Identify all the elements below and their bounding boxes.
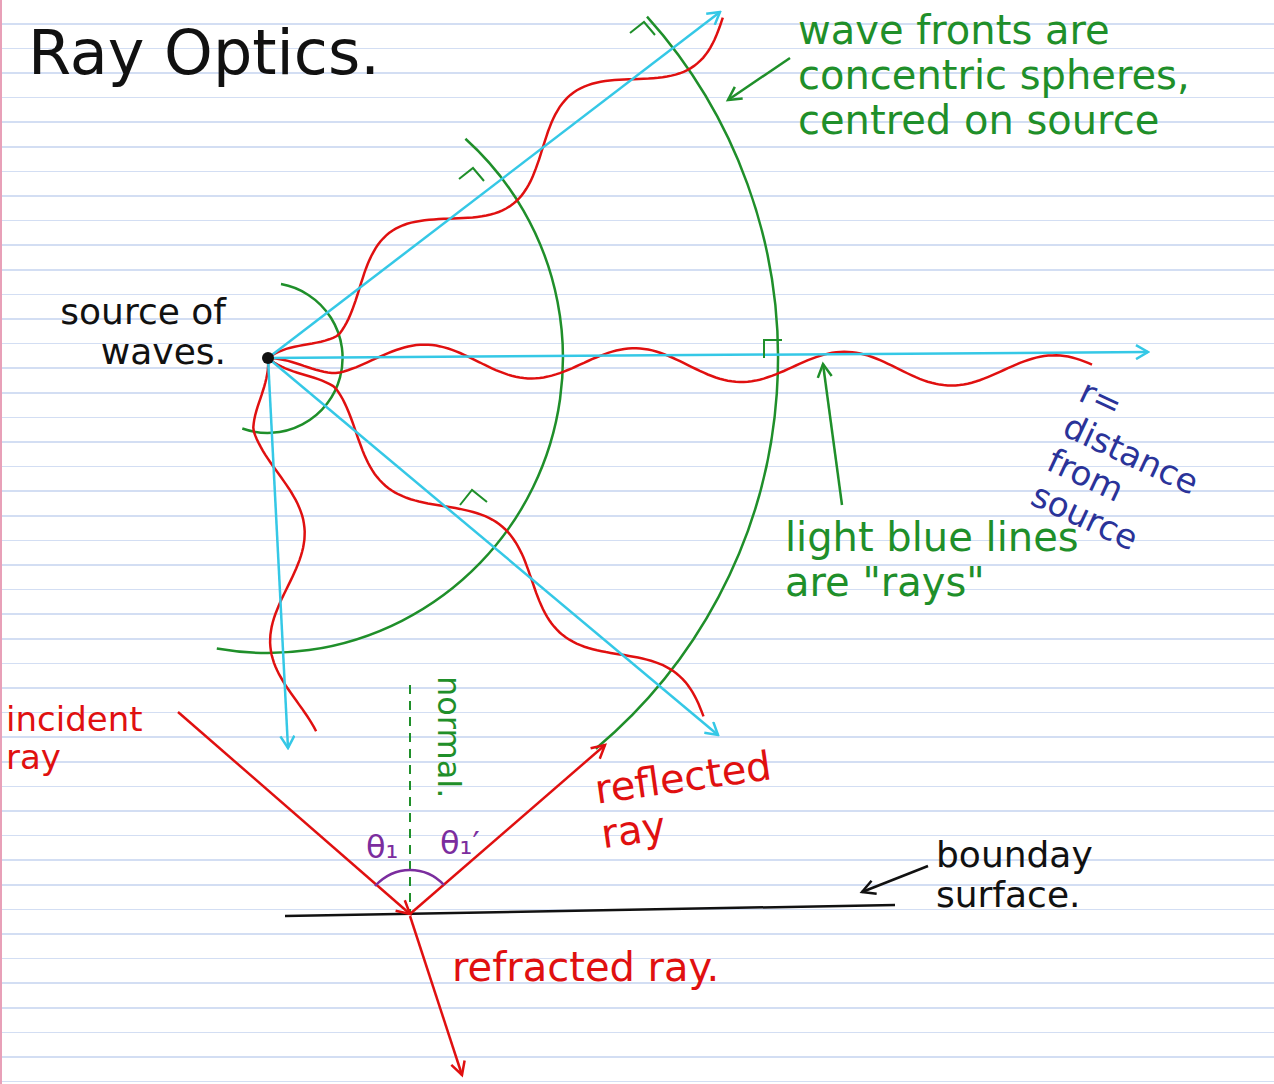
source-dot <box>262 352 274 364</box>
right-angle-mark <box>460 490 487 505</box>
ray-label: refracted ray. <box>452 945 719 990</box>
wave-front <box>596 17 778 749</box>
leader-arrow <box>728 58 790 100</box>
normal-label: normal. <box>430 676 466 798</box>
incident-ray <box>178 712 410 914</box>
right-angle-mark <box>630 22 655 35</box>
angle-label: θ₁′ <box>440 826 480 862</box>
note: light blue lines are "rays" <box>785 515 1085 605</box>
title: Ray Optics. <box>28 18 380 87</box>
wave <box>268 345 1092 386</box>
angle-label: θ₁ <box>366 830 398 866</box>
surface-label: bounday surface. <box>936 835 1146 916</box>
boundary-surface <box>285 905 895 916</box>
leader-arrow <box>862 866 928 892</box>
note: wave fronts are concentric spheres, cent… <box>798 8 1268 142</box>
wave-fronts <box>217 17 778 749</box>
angle-arc <box>410 870 444 885</box>
source-label: source of waves. <box>36 292 226 373</box>
ray <box>268 352 1148 358</box>
right-angle-marks <box>459 22 782 505</box>
refracted-ray <box>410 916 462 1075</box>
ray-label: incident ray <box>6 700 176 776</box>
normal-line <box>409 685 411 913</box>
leader-arrow <box>823 364 842 505</box>
ray <box>268 358 288 748</box>
angle-arc <box>375 870 410 886</box>
paper-margin <box>0 0 2 1084</box>
right-angle-mark <box>459 168 484 181</box>
ray <box>268 358 718 735</box>
right-angle-mark <box>764 340 782 358</box>
ray-label: reflected ray <box>592 736 832 857</box>
